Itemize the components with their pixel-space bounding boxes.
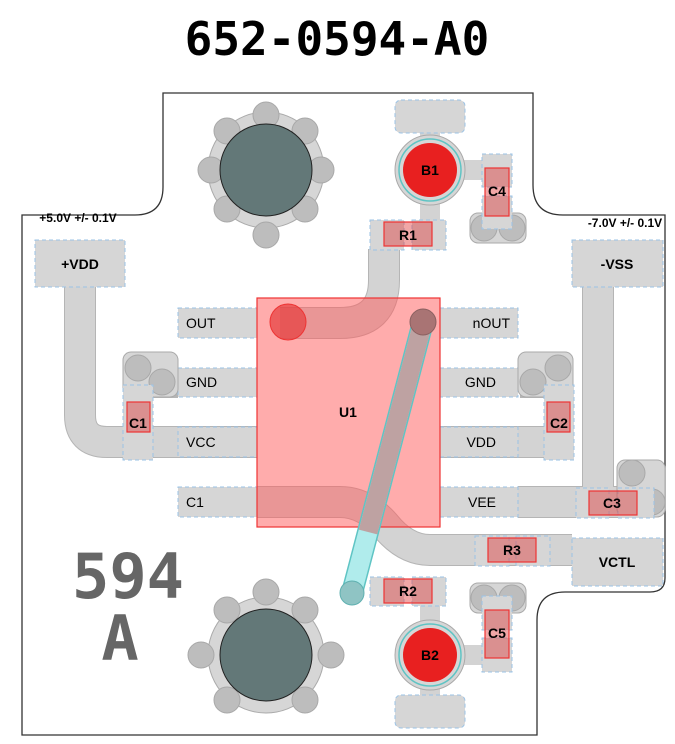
pin-gnd-right: GND	[465, 374, 496, 390]
vctl-label: VCTL	[599, 554, 636, 570]
vdd-pad	[34, 239, 126, 288]
pin-out: OUT	[186, 315, 216, 331]
pin-vcc: VCC	[186, 434, 216, 450]
vss-spec-label: -7.0V +/- 0.1V	[588, 216, 662, 230]
capacitor-c4	[469, 153, 527, 244]
board-outline	[21, 92, 666, 736]
u1-ref: U1	[339, 404, 357, 420]
b1-ref: B1	[421, 162, 439, 178]
r1-ref: R1	[399, 227, 417, 243]
vss-pad	[571, 239, 664, 288]
resistor-r2	[369, 576, 447, 607]
resistor-r3	[474, 535, 551, 567]
capacitor-c3	[575, 459, 666, 519]
capacitor-c1	[122, 351, 179, 461]
out-via	[269, 303, 307, 341]
pin-vdd: VDD	[466, 434, 496, 450]
connector-b2	[394, 619, 466, 729]
c1-ref: C1	[129, 415, 147, 431]
vctl-pad	[571, 537, 664, 587]
pin-nout: nOUT	[473, 315, 511, 331]
board-title: 652-0594-A0	[185, 12, 490, 66]
c5-ref: C5	[488, 625, 506, 641]
vss-label: -VSS	[601, 256, 634, 272]
mounting-hole-bottom	[187, 578, 345, 714]
vdd-label: +VDD	[61, 256, 99, 272]
vdd-spec-label: +5.0V +/- 0.1V	[39, 211, 116, 225]
resistor-r1	[369, 219, 447, 251]
c4-ref: C4	[488, 183, 506, 199]
r2-ref: R2	[399, 583, 417, 599]
b2-ref: B2	[421, 647, 439, 663]
silk-part-number: 594	[72, 540, 184, 613]
ic-pads	[177, 307, 519, 518]
c3-ref: C3	[603, 495, 621, 511]
mounting-hole-top	[197, 101, 335, 249]
pin-gnd-left: GND	[186, 374, 217, 390]
silk-revision: A	[101, 602, 138, 675]
pin-vee: VEE	[468, 494, 496, 510]
capacitor-c5	[469, 582, 527, 673]
c2-ref: C2	[550, 415, 568, 431]
capacitor-c2	[517, 351, 575, 461]
pin-c1: C1	[186, 494, 204, 510]
r3-ref: R3	[503, 542, 521, 558]
nout-jumper-trace	[339, 308, 437, 606]
connector-b1	[394, 99, 466, 206]
